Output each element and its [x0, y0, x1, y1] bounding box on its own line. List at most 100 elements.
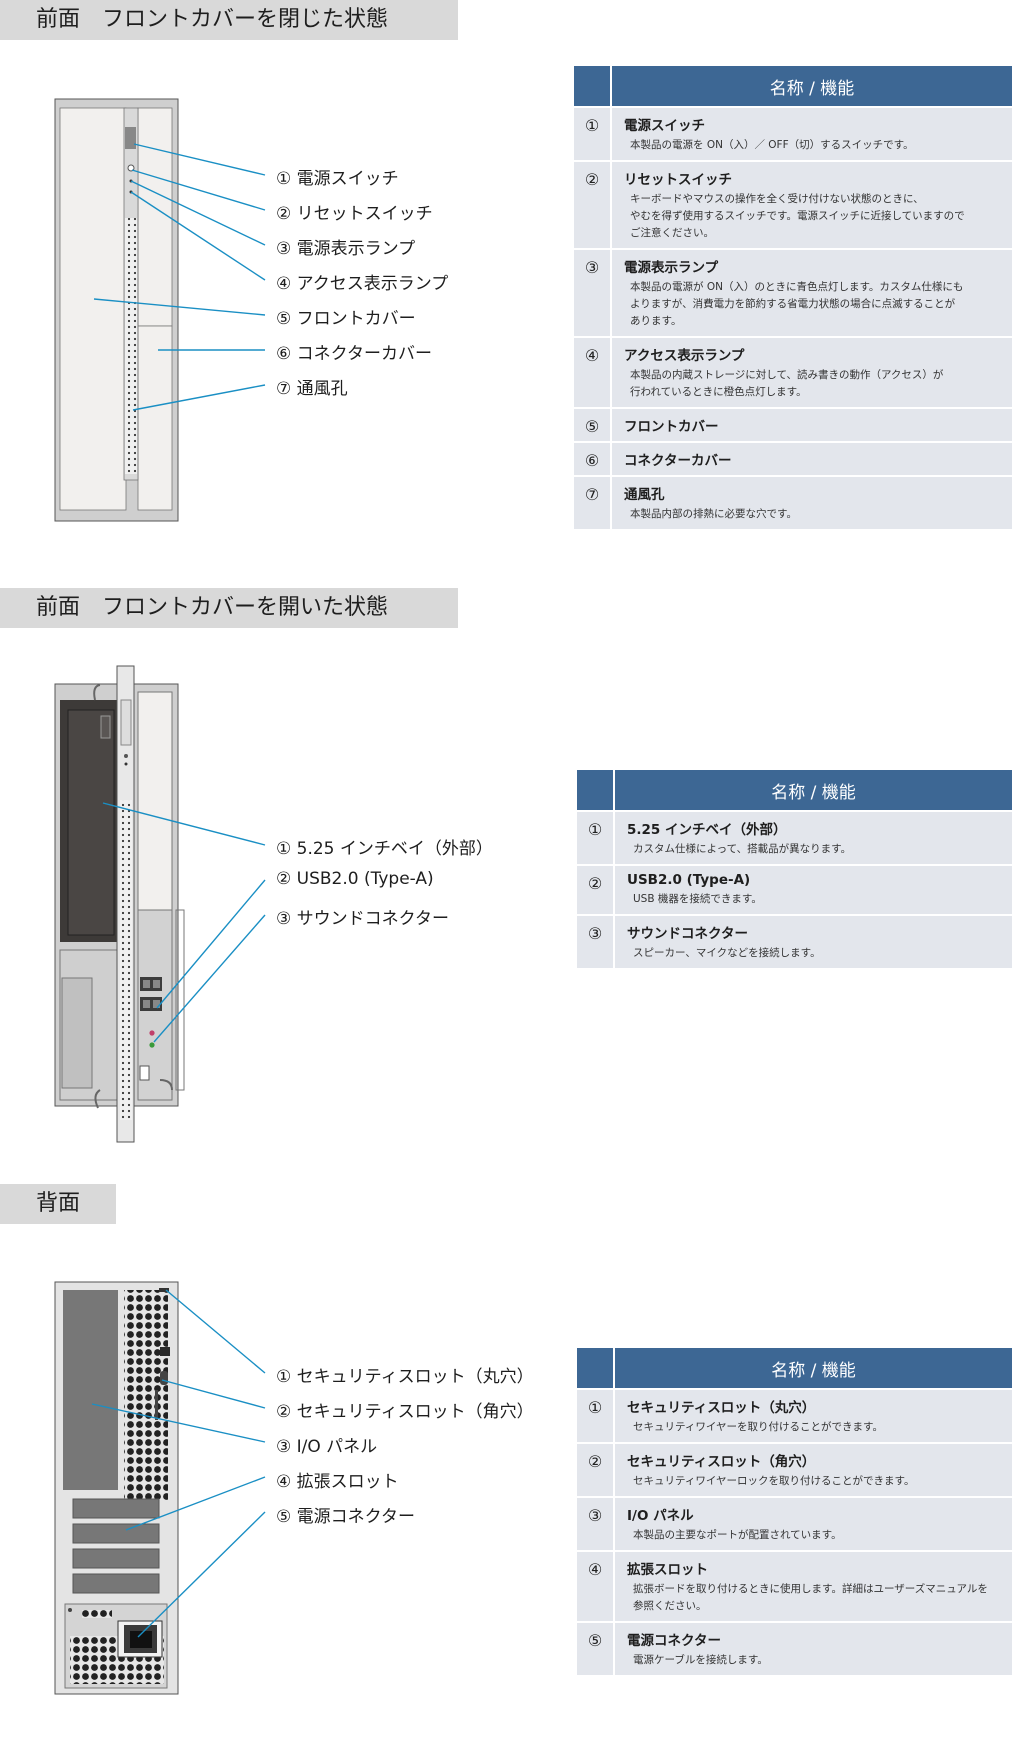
spec-table-rear: 名称 / 機能 ① セキュリティスロット（丸穴）セキュリティワイヤーを取り付ける… — [575, 1346, 1014, 1677]
table-row: ③ I/O パネル本製品の主要なポートが配置されています。 — [577, 1498, 1012, 1550]
item-name: 電源スイッチ — [624, 118, 705, 134]
table-row: ① 電源スイッチ本製品の電源を ON（入）／ OFF（切）するスイッチです。 — [574, 108, 1012, 160]
item-name: リセットスイッチ — [624, 172, 732, 188]
item-desc: 本製品内部の排熱に必要な穴です。 — [630, 508, 797, 520]
table-header-num — [577, 1348, 613, 1388]
row-number: ① — [577, 812, 613, 864]
callout-io-panel: ③ I/O パネル — [276, 1437, 378, 1457]
callout-security-slot-square: ② セキュリティスロット（角穴） — [276, 1402, 534, 1422]
table-header-num — [574, 66, 610, 106]
callout-connector-cover: ⑥ コネクターカバー — [276, 344, 432, 364]
item-name: I/O パネル — [627, 1508, 694, 1524]
item-name: USB2.0 (Type-A) — [627, 872, 751, 888]
item-desc: 本製品の電源を ON（入）／ OFF（切）するスイッチです。 — [630, 139, 914, 151]
section-header-front-closed: 前面 フロントカバーを閉じた状態 — [0, 0, 458, 40]
row-body: 電源表示ランプ本製品の電源が ON（入）のときに青色点灯します。カスタム仕様にも… — [612, 250, 1012, 336]
row-body: I/O パネル本製品の主要なポートが配置されています。 — [615, 1498, 1012, 1550]
item-name: コネクターカバー — [624, 453, 732, 469]
item-name: 電源コネクター — [627, 1633, 721, 1649]
row-body: サウンドコネクタースピーカー、マイクなどを接続します。 — [615, 916, 1012, 968]
table-row: ⑤ フロントカバー — [574, 409, 1012, 441]
table-header-row: 名称 / 機能 — [577, 770, 1012, 810]
table-row: ④ アクセス表示ランプ本製品の内蔵ストレージに対して、読み書きの動作（アクセス）… — [574, 338, 1012, 407]
item-name: サウンドコネクター — [627, 926, 748, 942]
table-row: ② USB2.0 (Type-A) USB 機器を接続できます。 — [577, 866, 1012, 914]
item-name: セキュリティスロット（丸穴） — [627, 1400, 816, 1416]
item-desc: 本製品の内蔵ストレージに対して、読み書きの動作（アクセス）が 行われているときに… — [630, 369, 944, 398]
pc-front-open — [54, 665, 185, 1143]
row-body: 通風孔本製品内部の排熱に必要な穴です。 — [612, 477, 1012, 529]
row-number: ④ — [577, 1552, 613, 1621]
table-row: ① セキュリティスロット（丸穴）セキュリティワイヤーを取り付けることができます。 — [577, 1390, 1012, 1442]
row-body: 5.25 インチベイ（外部） カスタム仕様によって、搭載品が異なります。 — [615, 812, 1012, 864]
row-number: ④ — [574, 338, 610, 407]
item-name: アクセス表示ランプ — [624, 348, 745, 364]
item-name: 通風孔 — [624, 487, 665, 503]
row-body: セキュリティスロット（丸穴）セキュリティワイヤーを取り付けることができます。 — [615, 1390, 1012, 1442]
row-number: ③ — [577, 1498, 613, 1550]
row-body: 電源スイッチ本製品の電源を ON（入）／ OFF（切）するスイッチです。 — [612, 108, 1012, 160]
row-number: ⑦ — [574, 477, 610, 529]
leader-lines-front-open — [102, 802, 266, 1043]
row-number: ⑤ — [574, 409, 610, 441]
table-row: ① 5.25 インチベイ（外部） カスタム仕様によって、搭載品が異なります。 — [577, 812, 1012, 864]
spec-table-front-open: 名称 / 機能 ① 5.25 インチベイ（外部） カスタム仕様によって、搭載品が異… — [575, 768, 1014, 970]
leader-lines-rear — [91, 1289, 266, 1638]
callout-access-lamp: ④ アクセス表示ランプ — [276, 274, 449, 294]
row-number: ② — [577, 1444, 613, 1496]
row-body: フロントカバー — [612, 409, 1012, 441]
callout-usb: ② USB2.0 (Type-A) — [276, 869, 434, 889]
table-row: ② セキュリティスロット（角穴） セキュリティワイヤーロックを取り付けることができ… — [577, 1444, 1012, 1496]
callout-expansion-slot: ④ 拡張スロット — [276, 1472, 399, 1492]
item-name: セキュリティスロット（角穴） — [627, 1454, 816, 1470]
item-desc: セキュリティワイヤーロックを取り付けることができます。 — [633, 1475, 915, 1487]
row-body: コネクターカバー — [612, 443, 1012, 475]
table-row: ④ 拡張スロット拡張ボードを取り付けるときに使用します。詳細はユーザーズマニュア… — [577, 1552, 1012, 1621]
callout-power-lamp: ③ 電源表示ランプ — [276, 239, 416, 259]
row-body: セキュリティスロット（角穴） セキュリティワイヤーロックを取り付けることができます… — [615, 1444, 1012, 1496]
item-desc: スピーカー、マイクなどを接続します。 — [633, 947, 821, 959]
section-header-front-open: 前面 フロントカバーを開いた状態 — [0, 588, 458, 628]
item-desc: 本製品の電源が ON（入）のときに青色点灯します。カスタム仕様にも よりますが、… — [630, 281, 964, 327]
callout-525-bay: ① 5.25 インチベイ（外部） — [276, 839, 493, 859]
table-header-title: 名称 / 機能 — [615, 770, 1012, 810]
table-row: ② リセットスイッチキーボードやマウスの操作を全く受け付けない状態のときに、 や… — [574, 162, 1012, 248]
callout-front-cover: ⑤ フロントカバー — [276, 309, 416, 329]
item-name: 5.25 インチベイ（外部） — [627, 822, 787, 838]
item-desc: USB 機器を接続できます。 — [633, 893, 762, 905]
row-number: ③ — [574, 250, 610, 336]
table-header-row: 名称 / 機能 — [574, 66, 1012, 106]
item-name: フロントカバー — [624, 419, 719, 435]
callout-security-slot-round: ① セキュリティスロット（丸穴） — [276, 1367, 534, 1387]
callout-reset-switch: ② リセットスイッチ — [276, 204, 433, 224]
callout-power-connector: ⑤ 電源コネクター — [276, 1507, 415, 1527]
spec-table-front-closed: 名称 / 機能 ① 電源スイッチ本製品の電源を ON（入）／ OFF（切）するス… — [572, 64, 1014, 531]
table-row: ⑦ 通風孔本製品内部の排熱に必要な穴です。 — [574, 477, 1012, 529]
table-row: ⑤ 電源コネクター電源ケーブルを接続します。 — [577, 1623, 1012, 1675]
rear-diagram — [54, 1281, 266, 1695]
row-number: ① — [574, 108, 610, 160]
callout-sound-connector: ③ サウンドコネクター — [276, 909, 449, 929]
item-name: 拡張スロット — [627, 1562, 708, 1578]
table-header-title: 名称 / 機能 — [615, 1348, 1012, 1388]
row-body: アクセス表示ランプ本製品の内蔵ストレージに対して、読み書きの動作（アクセス）が … — [612, 338, 1012, 407]
item-desc: キーボードやマウスの操作を全く受け付けない状態のときに、 やむを得ず使用するスイ… — [630, 193, 965, 239]
table-row: ③ サウンドコネクタースピーカー、マイクなどを接続します。 — [577, 916, 1012, 968]
item-desc: 拡張ボードを取り付けるときに使用します。詳細はユーザーズマニュアルを 参照くださ… — [633, 1583, 988, 1612]
table-header-title: 名称 / 機能 — [612, 66, 1012, 106]
item-desc: カスタム仕様によって、搭載品が異なります。 — [633, 843, 852, 855]
table-row: ③ 電源表示ランプ本製品の電源が ON（入）のときに青色点灯します。カスタム仕様… — [574, 250, 1012, 336]
callout-vent: ⑦ 通風孔 — [276, 379, 348, 399]
row-body: 拡張スロット拡張ボードを取り付けるときに使用します。詳細はユーザーズマニュアルを… — [615, 1552, 1012, 1621]
row-number: ① — [577, 1390, 613, 1442]
table-header-num — [577, 770, 613, 810]
item-name: 電源表示ランプ — [624, 260, 719, 276]
row-body: リセットスイッチキーボードやマウスの操作を全く受け付けない状態のときに、 やむを… — [612, 162, 1012, 248]
row-body: USB2.0 (Type-A) USB 機器を接続できます。 — [615, 866, 1012, 914]
table-row: ⑥ コネクターカバー — [574, 443, 1012, 475]
row-number: ② — [577, 866, 613, 914]
front-open-diagram — [54, 665, 266, 1143]
callout-power-switch: ① 電源スイッチ — [276, 169, 399, 189]
item-desc: 電源ケーブルを接続します。 — [633, 1654, 768, 1666]
pc-rear — [54, 1281, 179, 1695]
